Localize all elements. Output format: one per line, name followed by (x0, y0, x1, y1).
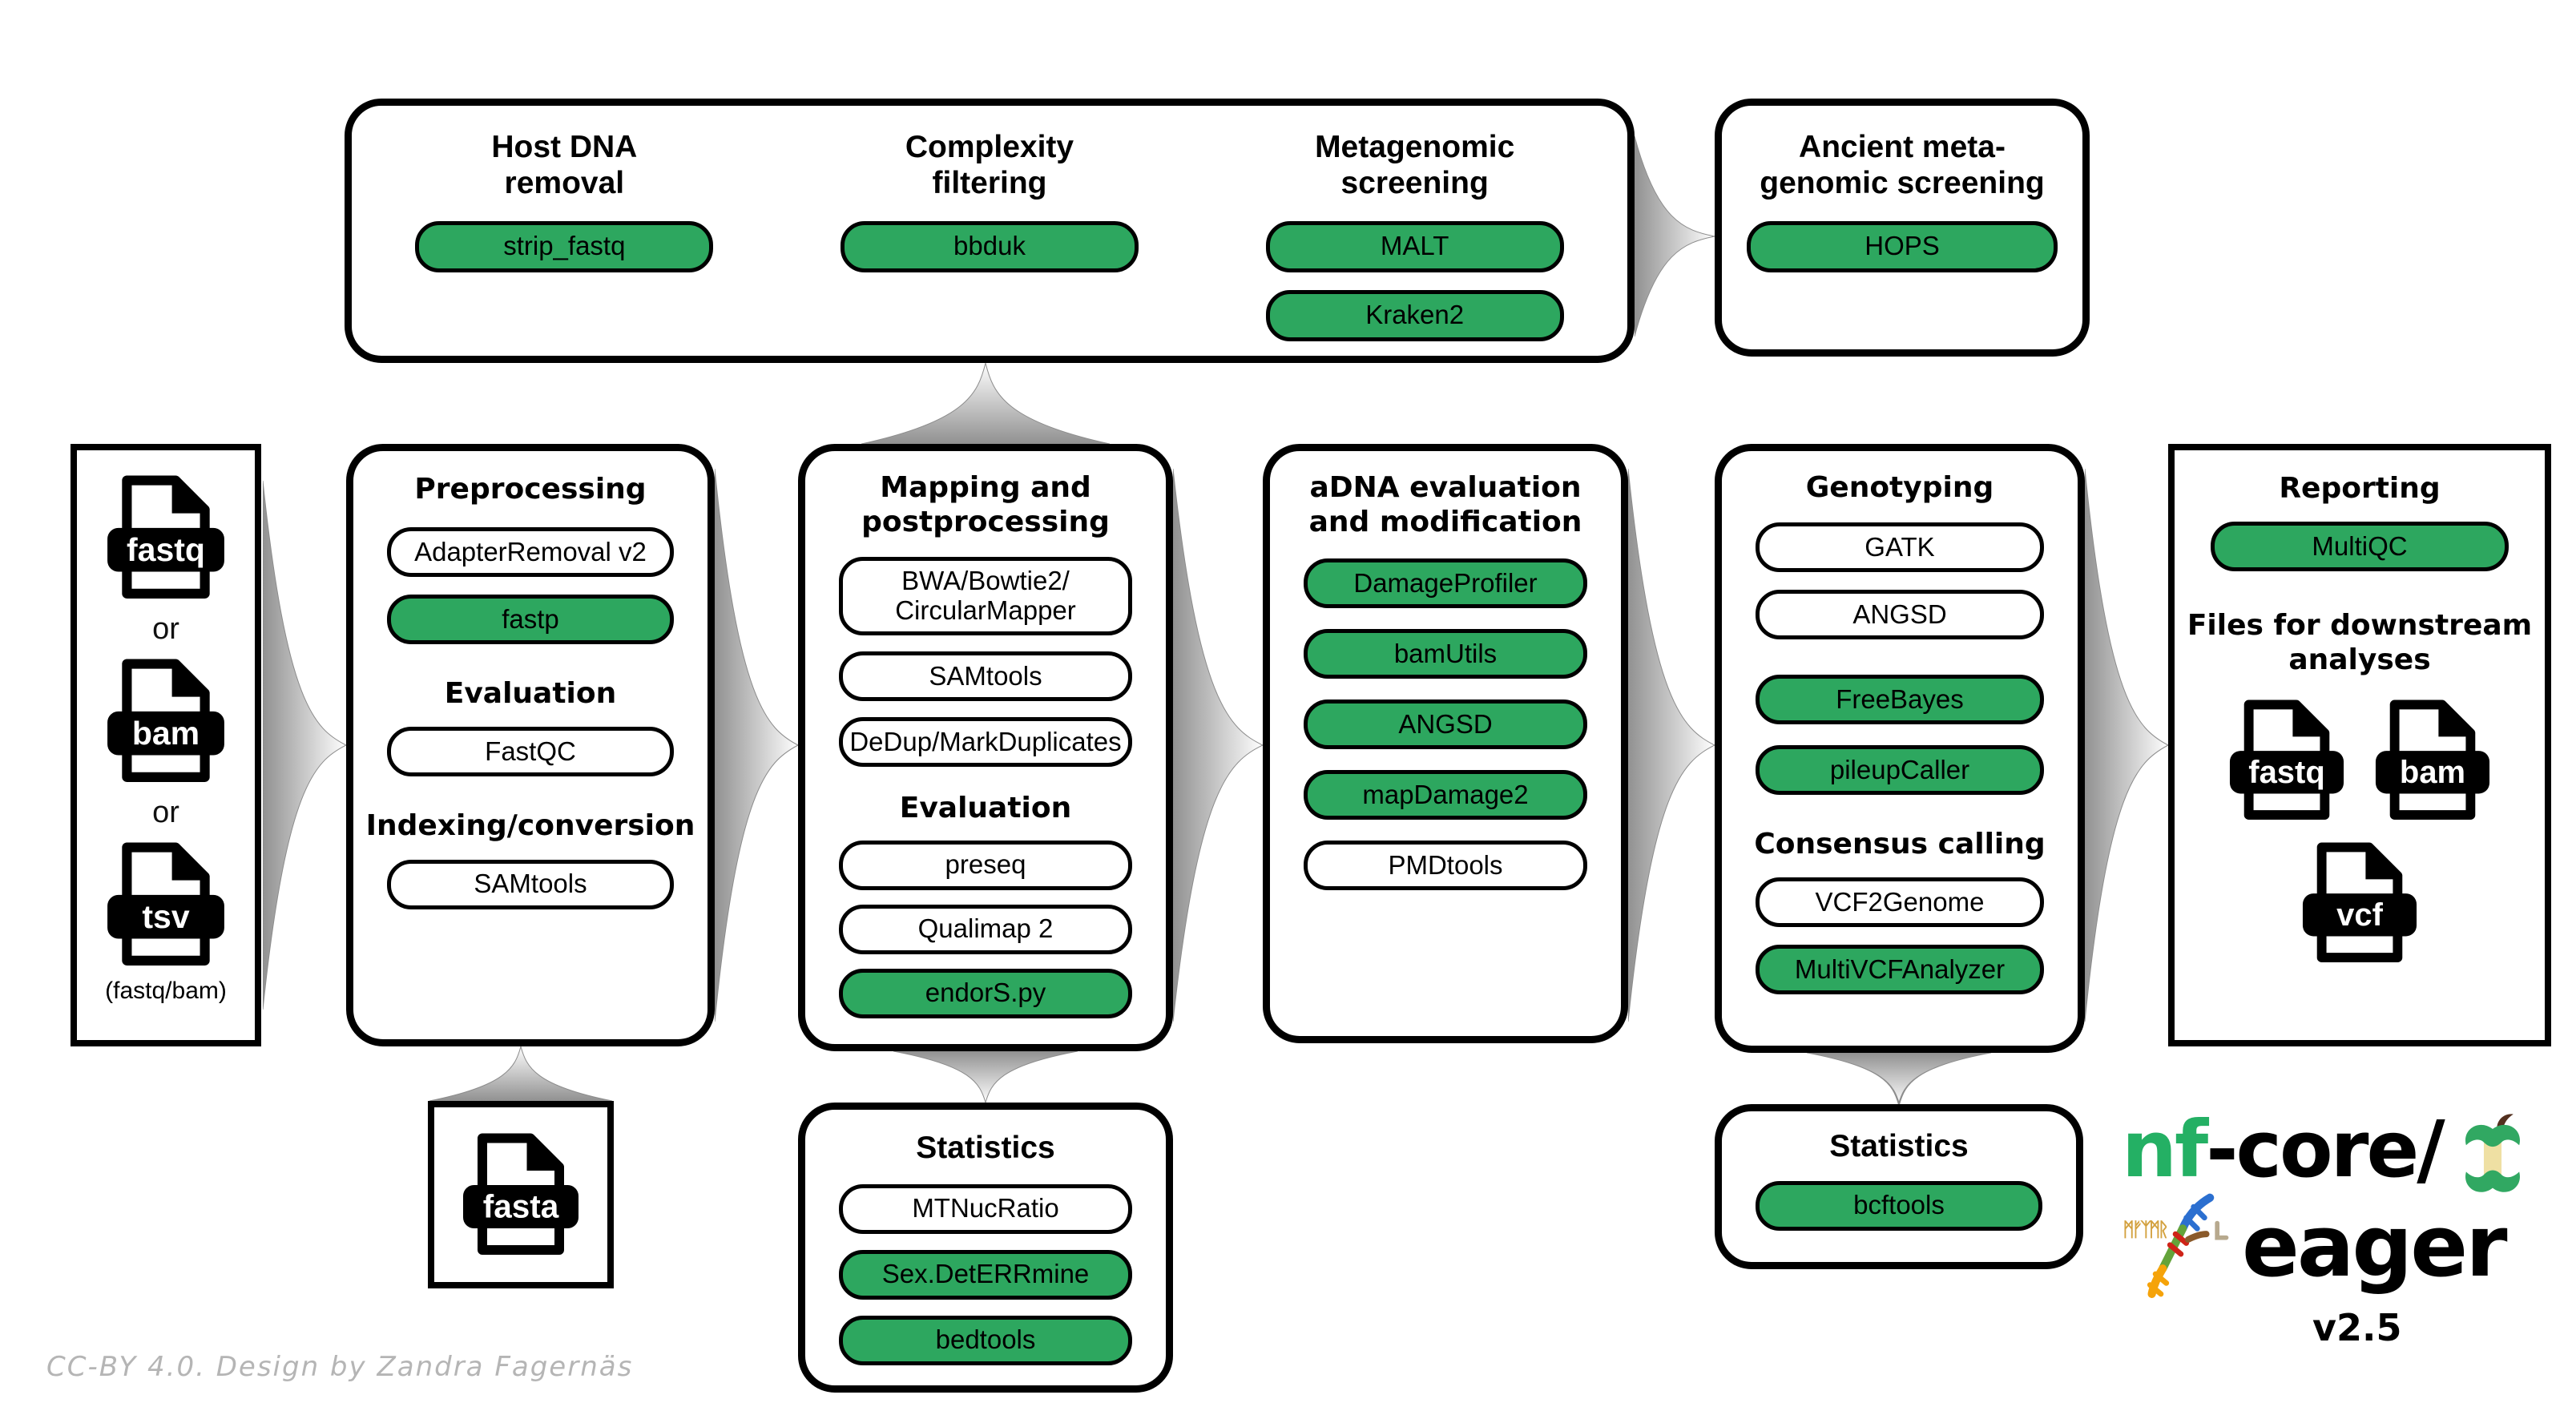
tool-pill-freebayes: FreeBayes (1756, 675, 2044, 725)
flow-arrow-mapping-to-statistics-icon (893, 1051, 1078, 1103)
panel-title: aDNA evaluation (1309, 471, 1582, 504)
logo-version: v2.5 (2312, 1306, 2402, 1349)
flow-arrow-metagenomic-to-ancient-icon (1635, 136, 1715, 337)
downstream-files-title: Files for downstream (2187, 609, 2533, 643)
tool-pill-dedup-markduplicates: DeDup/MarkDuplicates (839, 717, 1132, 768)
flow-arrow-fasta-to-preprocessing-icon (429, 1046, 612, 1101)
flow-arrow-genotyping-to-reporting-icon (2085, 469, 2168, 1022)
flow-arrow-preprocessing-to-mapping-icon (715, 469, 798, 1022)
subsection-title-indexing: Indexing/conversion (365, 809, 695, 843)
fastq-file-icon: fastq (107, 475, 224, 599)
tool-pill-kraken2: Kraken2 (1265, 289, 1564, 341)
or-separator: or (152, 796, 179, 829)
tool-pill-fastp: fastp (387, 595, 674, 645)
file-type-label: tsv (142, 898, 189, 935)
fastq-output-file-icon: fastq (2229, 699, 2344, 820)
tool-pill-strip-fastq: strip_fastq (415, 220, 714, 272)
file-type-label: vcf (2336, 897, 2383, 933)
logo-eager-text: eager (2242, 1197, 2507, 1296)
tool-pill-qualimap2: Qualimap 2 (839, 904, 1132, 954)
panel-genotyping: Genotyping GATK ANGSD FreeBayes pileupCa… (1715, 444, 2085, 1053)
tool-pill-bamutils: bamUtils (1304, 629, 1587, 679)
bam-output-file-icon: bam (2375, 699, 2490, 820)
vcf-output-file-icon: vcf (2302, 842, 2417, 962)
tool-pill-multivcfanalyzer: MultiVCFAnalyzer (1756, 945, 2044, 995)
file-type-label: fastq (2248, 755, 2324, 790)
flow-arrow-mapping-to-adna-icon (1173, 469, 1263, 1022)
panel-title: Statistics (1829, 1129, 1969, 1163)
tool-pill-vcf2genome: VCF2Genome (1756, 877, 2044, 928)
nf-core-eager-logo: nf-core/ ᛗᚠᛉᛗᚱ (2122, 1111, 2570, 1349)
apple-core-icon (2465, 1114, 2520, 1192)
tsv-content-caption: (fastq/bam) (105, 978, 227, 1004)
panel-preprocessing: Preprocessing AdapterRemoval v2 fastp Ev… (346, 444, 715, 1046)
tool-pill-hops: HOPS (1747, 220, 2058, 272)
tool-pill-angsd-genotyping: ANGSD (1756, 590, 2044, 640)
tool-pill-mtnucratio: MTNucRatio (839, 1183, 1132, 1234)
flow-arrow-adna-to-genotyping-icon (1628, 469, 1715, 1022)
tool-pill-bbduk: bbduk (841, 220, 1139, 272)
flow-arrow-mapping-to-removal-icon (861, 363, 1110, 444)
section-title: Host DNA (491, 130, 638, 164)
tool-pill-bwa-bowtie2-circularmapper: BWA/Bowtie2/ CircularMapper (839, 557, 1132, 636)
tool-pill-adapterremoval: AdapterRemoval v2 (387, 527, 674, 578)
tool-pill-multiqc: MultiQC (2211, 522, 2509, 572)
panel-reference-fasta: fasta (428, 1101, 614, 1288)
file-type-label: bam (2400, 755, 2465, 790)
flow-arrow-input-to-preprocessing-icon (263, 481, 346, 1010)
panel-title: Ancient meta- (1799, 130, 2006, 164)
tool-pill-preseq: preseq (839, 840, 1132, 890)
tool-pill-pmdtools: PMDtools (1304, 841, 1587, 891)
panel-title: Statistics (916, 1131, 1055, 1165)
subsection-title-evaluation: Evaluation (899, 792, 1072, 825)
bam-file-icon: bam (107, 659, 224, 782)
section-title: Metagenomic (1315, 130, 1515, 164)
subsection-title-consensus-calling: Consensus calling (1754, 828, 2046, 861)
logo-nf-text: nf (2122, 1104, 2208, 1195)
panel-ancient-screening: Ancient meta-genomic screening HOPS (1715, 99, 2090, 357)
tool-pill-malt: MALT (1265, 220, 1564, 272)
tool-pill-bedtools: bedtools (839, 1315, 1132, 1365)
panel-title: Reporting (2279, 472, 2441, 505)
runes-text: ᛗᚠᛉᛗᚱ (2122, 1218, 2167, 1240)
logo-core-text: -core/ (2206, 1104, 2445, 1195)
or-separator: or (152, 612, 179, 646)
tool-pill-gatk: GATK (1756, 522, 2044, 573)
tool-pill-samtools-mapping: SAMtools (839, 651, 1132, 702)
panel-title: Genotyping (1805, 471, 1994, 504)
panel-statistics-mapping: Statistics MTNucRatio Sex.DetERRmine bed… (798, 1103, 1173, 1393)
tool-pill-bcftools: bcftools (1756, 1180, 2042, 1231)
panel-title: Mapping and (880, 471, 1091, 504)
tool-pill-damageprofiler: DamageProfiler (1304, 558, 1587, 609)
tool-pill-fastqc: FastQC (387, 727, 674, 777)
tool-pill-mapdamage2: mapDamage2 (1304, 770, 1587, 820)
file-type-label: fasta (483, 1188, 559, 1225)
flow-arrow-genotyping-to-statistics-icon (1807, 1053, 1991, 1104)
license-credit-text: CC-BY 4.0. Design by Zandra Fagernäs (46, 1351, 634, 1383)
subsection-title-evaluation: Evaluation (444, 677, 617, 711)
tool-pill-endors-py: endorS.py (839, 968, 1132, 1018)
file-type-label: bam (132, 715, 200, 752)
panel-input-files: fastq or bam or tsv (fastq/bam) (71, 444, 261, 1046)
fasta-file-icon: fasta (463, 1133, 578, 1255)
tsv-file-icon: tsv (107, 842, 224, 966)
dna-helix-icon: ᛗᚠᛉᛗᚱ (2122, 1193, 2229, 1299)
section-title: Complexity (905, 130, 1074, 164)
file-type-label: fastq (127, 531, 205, 568)
tool-pill-samtools-indexing: SAMtools (387, 859, 674, 909)
panel-statistics-genotyping: Statistics bcftools (1715, 1104, 2083, 1269)
tool-pill-pileupcaller: pileupCaller (1756, 745, 2044, 796)
tool-pill-angsd-adna: ANGSD (1304, 699, 1587, 750)
panel-title: Preprocessing (414, 473, 647, 506)
tool-pill-sex-deterrmine: Sex.DetERRmine (839, 1249, 1132, 1300)
